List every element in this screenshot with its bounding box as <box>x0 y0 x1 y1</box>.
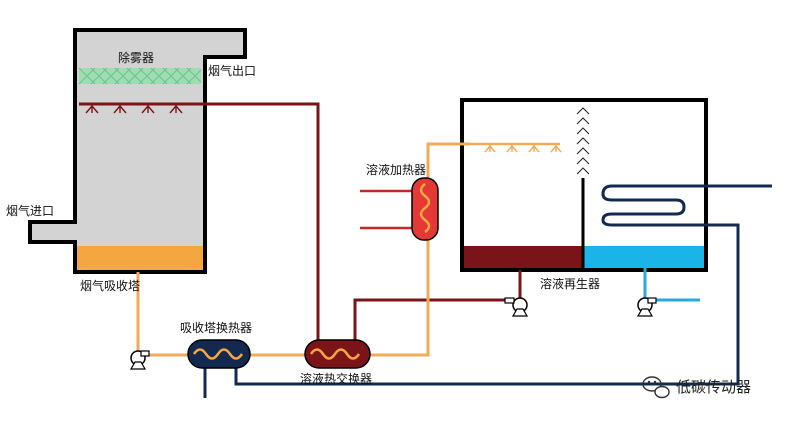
solution-heat-exchanger <box>304 339 371 369</box>
flue-gas-inlet-label: 烟气进口 <box>6 203 54 218</box>
solution-regenerator-label: 溶液再生器 <box>540 276 600 291</box>
absorber-heat-exchanger-label: 吸收塔换热器 <box>180 321 252 335</box>
regenerator-water-pump-icon <box>636 297 657 317</box>
regenerator-spray-nozzles <box>470 142 562 153</box>
flue-gas-outlet-label: 烟气出口 <box>208 63 256 78</box>
absorber-tower <box>28 28 247 274</box>
absorber-spray-nozzles <box>79 102 205 114</box>
regenerator-demister-chevrons <box>576 107 590 175</box>
wechat-icon <box>642 376 670 399</box>
solution-heater <box>411 177 439 241</box>
absorber-pump-icon <box>129 350 150 370</box>
demister-mesh <box>79 68 201 84</box>
absorber-label: 烟气吸收塔 <box>80 278 140 293</box>
regenerator-water-pool <box>584 246 704 268</box>
watermark-text: 低碳传动器 <box>676 378 751 396</box>
absorber-heat-exchanger <box>187 339 251 369</box>
pipework <box>136 102 772 398</box>
regenerator-solution-pump-icon <box>504 297 529 317</box>
demister-label: 除雾器 <box>118 50 154 65</box>
regenerator-solution-pool <box>464 246 582 268</box>
solution-heater-label: 溶液加热器 <box>366 162 426 177</box>
solution-heat-exchanger-label: 溶液热交换器 <box>300 371 372 386</box>
regenerator-condenser-coil <box>601 184 707 227</box>
absorber-sump <box>77 246 203 270</box>
